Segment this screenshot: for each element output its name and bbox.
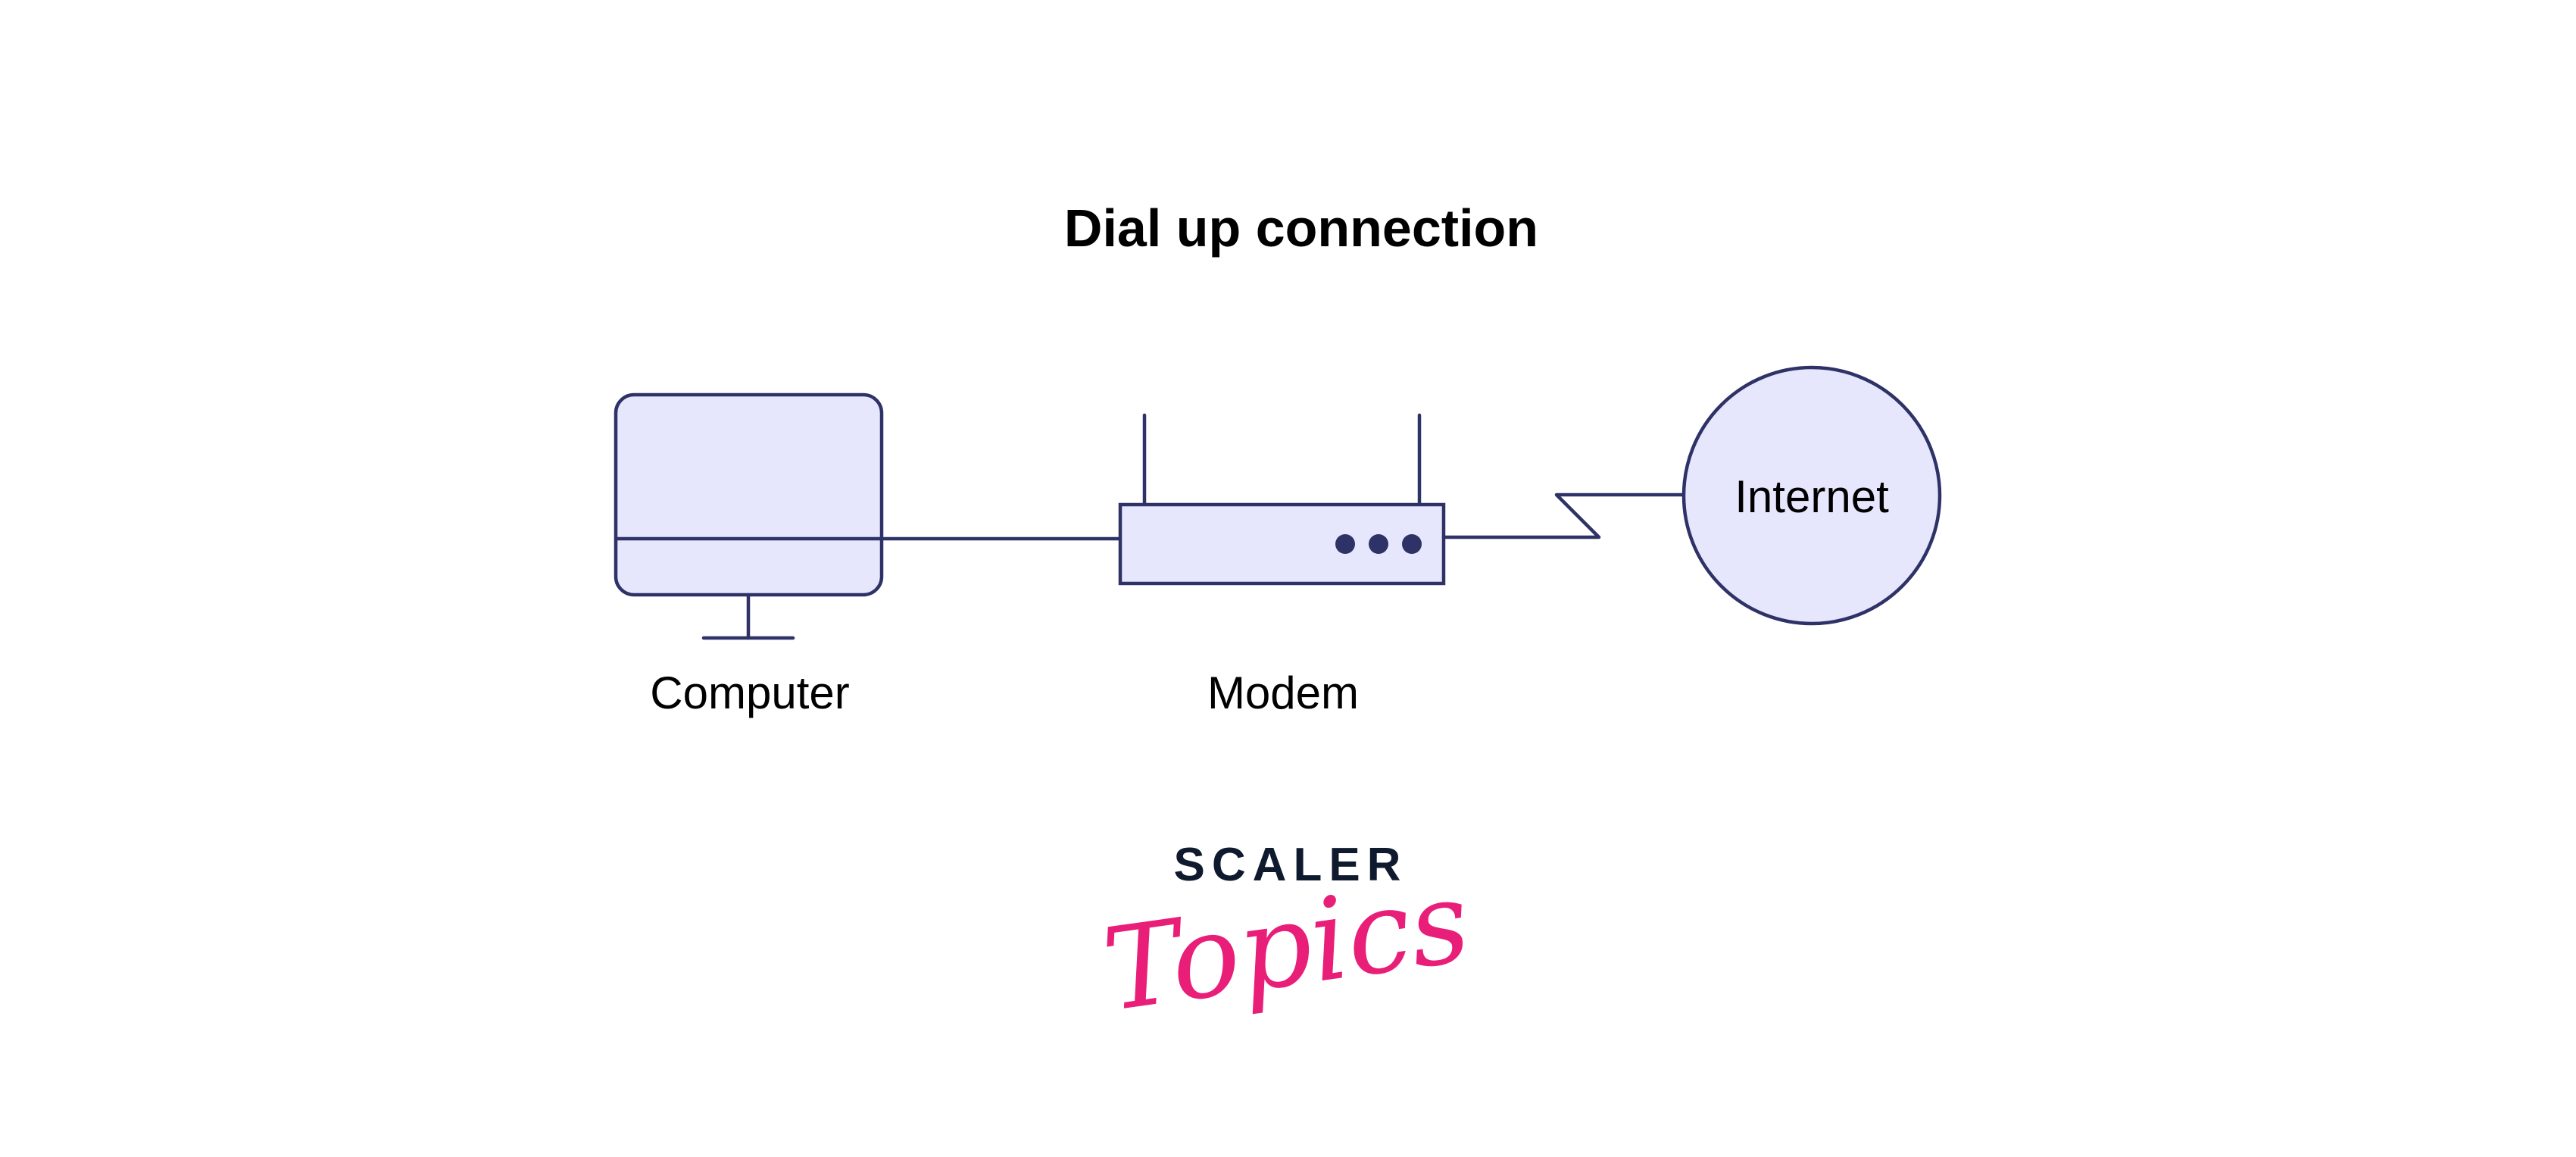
- logo-scaler-text: SCALER: [1174, 839, 1408, 891]
- monitor-icon: [614, 392, 884, 640]
- modem-body: [1118, 502, 1446, 586]
- modem-internet-link: [1441, 493, 1685, 539]
- monitor-screen: [614, 392, 884, 597]
- scaler-topics-logo: SCALER Topics: [1096, 839, 1477, 1037]
- modem-indicator-light: [1335, 534, 1355, 554]
- internet-node: Internet: [1681, 365, 1942, 626]
- internet-circle: [1681, 365, 1942, 626]
- computer-node: Computer: [614, 392, 884, 718]
- modem-indicator-light: [1402, 534, 1422, 554]
- computer-label: Computer: [650, 668, 849, 718]
- modem-indicator-light: [1369, 534, 1388, 554]
- modem-label: Modem: [1207, 668, 1359, 718]
- modem-node: Modem: [1118, 413, 1446, 718]
- diagram-title: Dial up connection: [1064, 199, 1538, 258]
- modem-indicator-lights: [1335, 534, 1422, 554]
- logo-topics-text: Topics: [1096, 855, 1477, 1037]
- internet-label: Internet: [1735, 471, 1889, 522]
- modem-icon: [1118, 413, 1446, 586]
